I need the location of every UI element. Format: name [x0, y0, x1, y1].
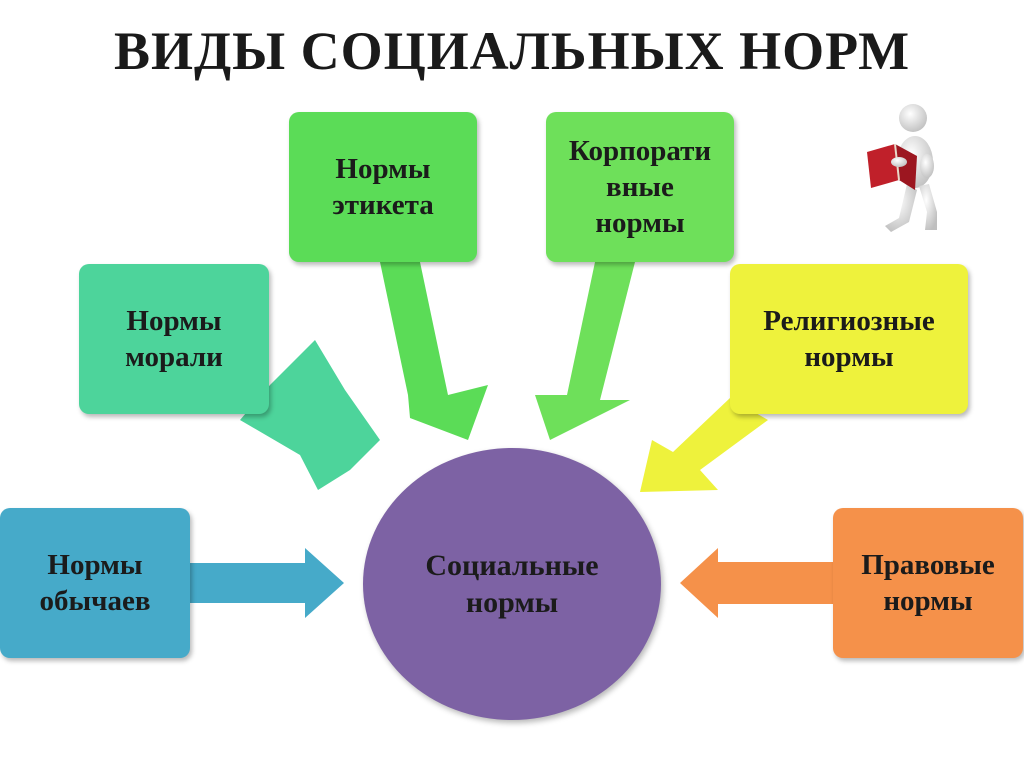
- arrow-corporate: [535, 262, 635, 440]
- box-corporate-label: Корпорати вные нормы: [568, 134, 712, 240]
- box-religious-label: Религиозные нормы: [763, 304, 935, 373]
- arrow-customs: [190, 548, 344, 618]
- box-legal-label: Правовые нормы: [861, 548, 995, 617]
- box-etiquette-label: Нормы этикета: [332, 152, 434, 221]
- box-customs: Нормы обычаев: [0, 508, 190, 658]
- box-corporate: Корпорати вные нормы: [546, 112, 734, 262]
- box-morality-label: Нормы морали: [125, 304, 223, 373]
- arrow-religious: [640, 398, 768, 492]
- center-circle: Социальные нормы: [363, 448, 661, 720]
- arrow-etiquette: [380, 262, 488, 440]
- box-morality: Нормы морали: [79, 264, 269, 414]
- person-reading-book-icon: [867, 104, 937, 232]
- center-label: Социальные нормы: [425, 548, 599, 620]
- arrow-legal: [680, 548, 833, 618]
- page-title: ВИДЫ СОЦИАЛЬНЫХ НОРМ: [113, 21, 911, 81]
- box-legal: Правовые нормы: [833, 508, 1023, 658]
- arrow-morality: [240, 340, 380, 490]
- box-etiquette: Нормы этикета: [289, 112, 477, 262]
- box-religious: Религиозные нормы: [730, 264, 968, 414]
- box-customs-label: Нормы обычаев: [39, 548, 151, 617]
